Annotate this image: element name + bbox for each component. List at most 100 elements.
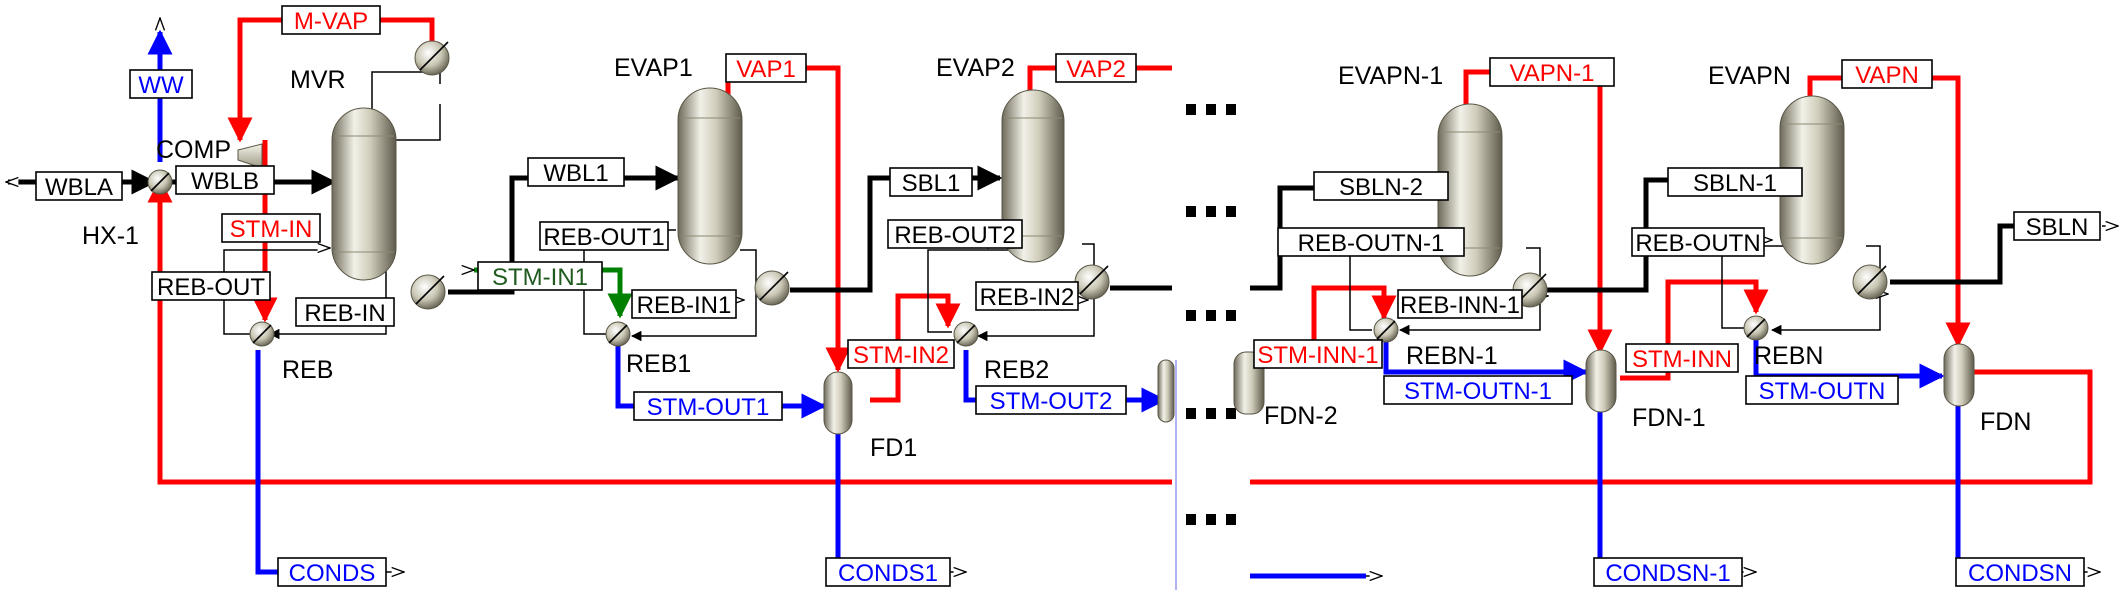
tag-stm-outn[interactable]: STM-OUTN (1745, 375, 1899, 405)
tag-vap2-text: VAP2 (1066, 56, 1126, 83)
tag-stm-in1[interactable]: STM-IN1 (477, 261, 603, 291)
ellipsis-row-4 (1186, 408, 1236, 419)
tag-conds1-text: CONDS1 (838, 560, 938, 587)
mvr-column[interactable] (331, 107, 397, 281)
comp-compressor[interactable] (237, 143, 263, 169)
tag-vap1-text: VAP1 (736, 56, 796, 83)
fdn-drum[interactable] (1943, 343, 1975, 407)
tag-m-vap[interactable]: M-VAP (281, 5, 381, 35)
tag-vapn-text: VAPN (1855, 62, 1919, 89)
ellipsis-dots (1186, 104, 1236, 525)
mvr-top-cooler[interactable] (414, 40, 450, 76)
tag-reb-out-text: REB-OUT (157, 274, 265, 301)
tag-vap1[interactable]: VAP1 (725, 53, 807, 83)
label-fd1: FD1 (870, 434, 917, 462)
tag-stm-inn1[interactable]: STM-INN-1 (1253, 339, 1383, 369)
label-comp: COMP (156, 136, 231, 164)
tag-wbl1[interactable]: WBL1 (527, 157, 625, 187)
tag-condsn1-text: CONDSN-1 (1605, 560, 1730, 587)
label-fdn: FDN (1980, 408, 2031, 436)
tag-stm-in2[interactable]: STM-IN2 (847, 339, 955, 369)
mvr-bottom-cooler[interactable] (410, 274, 446, 310)
label-hx1: HX-1 (82, 222, 139, 250)
tag-reb-out[interactable]: REB-OUT (151, 271, 271, 301)
tag-reb-inn1-text: REB-INN-1 (1400, 292, 1520, 319)
tag-reb-in1[interactable]: REB-IN1 (631, 289, 737, 319)
ellipsis-row-1 (1186, 104, 1236, 115)
reb1-exchanger[interactable] (605, 321, 631, 347)
stream-tags: M-VAP STM-IN VAP1 VAP2 STM-IN2 STM-INN-1… (35, 5, 2101, 587)
fd1-drum[interactable] (823, 371, 853, 435)
tag-reb-out1-text: REB-OUT1 (543, 224, 664, 251)
pipe-sbln (1890, 223, 2024, 285)
reb-exchanger[interactable] (249, 321, 275, 347)
tag-sbln1[interactable]: SBLN-1 (1667, 167, 1803, 197)
label-evap2: EVAP2 (936, 54, 1015, 82)
evap1-column[interactable] (677, 87, 743, 265)
tag-reb-outn[interactable]: REB-OUTN (1631, 227, 1765, 257)
tag-stm-in1-text: STM-IN1 (492, 264, 588, 291)
evapn-cooler[interactable] (1852, 264, 1888, 300)
label-fdn1: FDN-1 (1632, 404, 1706, 432)
tag-sbl1[interactable]: SBL1 (889, 167, 973, 197)
evap1-cooler[interactable] (754, 270, 790, 306)
tag-reb-outn1[interactable]: REB-OUTN-1 (1277, 227, 1465, 257)
label-reb1: REB1 (626, 350, 691, 378)
tag-m-vap-text: M-VAP (294, 8, 368, 35)
tag-sbln[interactable]: SBLN (2013, 211, 2101, 241)
tag-vapn[interactable]: VAPN (1841, 59, 1933, 89)
tag-reb-in[interactable]: REB-IN (295, 297, 395, 327)
tag-vap2[interactable]: VAP2 (1055, 53, 1137, 83)
tag-sbl1-text: SBL1 (902, 170, 961, 197)
tag-conds1[interactable]: CONDS1 (825, 557, 951, 587)
tag-stm-in-text: STM-IN (230, 216, 313, 243)
ellipsis-row-2 (1186, 206, 1236, 217)
block-labels: MVR COMP HX-1 REB EVAP1 REB1 FD1 EVAP2 R… (82, 54, 2031, 462)
omitted-stages-gap (1172, 0, 1250, 603)
reb2-exchanger[interactable] (953, 321, 979, 347)
tag-vapn1[interactable]: VAPN-1 (1489, 57, 1615, 87)
tag-sbln2[interactable]: SBLN-2 (1313, 171, 1449, 201)
tag-stm-inn[interactable]: STM-INN (1625, 343, 1739, 373)
tag-stm-in2-text: STM-IN2 (853, 342, 949, 369)
tag-vapn1-text: VAPN-1 (1510, 60, 1595, 87)
tag-stm-in[interactable]: STM-IN (221, 213, 321, 243)
fdn1-drum[interactable] (1585, 349, 1617, 413)
tag-wbla-text: WBLA (45, 174, 113, 201)
tag-reb-out2[interactable]: REB-OUT2 (887, 219, 1023, 249)
label-evapn1: EVAPN-1 (1338, 62, 1443, 90)
pipe-recycle-right (1250, 369, 2093, 485)
tag-reb-in-text: REB-IN (304, 300, 385, 327)
mvr-top-loop (371, 71, 441, 116)
tag-wbl1-text: WBL1 (543, 160, 608, 187)
ellipsis-row-3 (1186, 310, 1236, 321)
tag-sbln-text: SBLN (2026, 214, 2089, 241)
pipe-vap1 (725, 65, 851, 373)
tag-ww[interactable]: WW (129, 69, 193, 99)
tag-reb-out1[interactable]: REB-OUT1 (539, 221, 669, 251)
hx1-exchanger[interactable] (147, 169, 173, 195)
label-evap1: EVAP1 (614, 54, 693, 82)
pipe-stm-outn1 (1383, 342, 1589, 385)
tag-wbla[interactable]: WBLA (35, 171, 123, 201)
rebn-exchanger[interactable] (1743, 315, 1769, 341)
tag-stm-out2[interactable]: STM-OUT2 (975, 385, 1127, 415)
tag-condsn[interactable]: CONDSN (1955, 557, 2085, 587)
tag-condsn1[interactable]: CONDSN-1 (1593, 557, 1743, 587)
evap2-column[interactable] (1001, 89, 1065, 263)
evap2-cooler[interactable] (1074, 264, 1110, 300)
label-mvr: MVR (290, 66, 346, 94)
tag-stm-outn1-text: STM-OUTN-1 (1404, 378, 1552, 405)
tag-conds[interactable]: CONDS (277, 557, 387, 587)
tag-reb-inn1[interactable]: REB-INN-1 (1397, 289, 1523, 319)
tag-stm-out1[interactable]: STM-OUT1 (633, 391, 783, 421)
tag-stm-outn1[interactable]: STM-OUTN-1 (1383, 375, 1573, 405)
thin-reb-out2 (927, 249, 1020, 333)
fdn2-drum-left[interactable] (1157, 359, 1175, 423)
tag-ww-text: WW (138, 72, 184, 99)
rebn1-exchanger[interactable] (1373, 317, 1399, 343)
tag-reb-in2[interactable]: REB-IN2 (975, 281, 1079, 311)
tag-wblb[interactable]: WBLB (175, 165, 275, 195)
tag-wblb-text: WBLB (191, 168, 259, 195)
